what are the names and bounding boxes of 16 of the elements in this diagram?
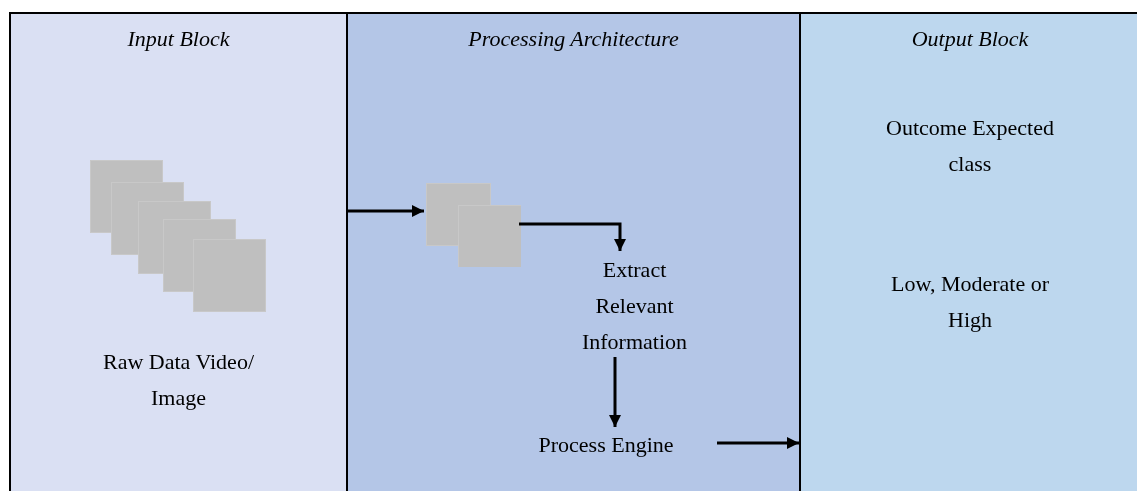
arrow (519, 222, 626, 251)
arrow (717, 437, 799, 449)
frame-stack-drawing (426, 183, 521, 267)
section-heading: Output Block (910, 25, 1030, 53)
panel-text: Raw Data Video/ Image (102, 348, 255, 412)
section-heading: Processing Architecture (467, 25, 680, 53)
panel-text: Low, Moderate or High (890, 270, 1050, 334)
step-label: Process Engine (496, 429, 716, 461)
arrow (346, 205, 424, 217)
panel-text: Outcome Expected class (885, 114, 1055, 178)
arrow (609, 357, 621, 427)
section-heading: Input Block (126, 25, 231, 53)
section-panel (346, 12, 799, 491)
section-panel (799, 12, 1137, 491)
section-panel (9, 12, 346, 491)
step-label: Extract Relevant Information (572, 253, 697, 359)
